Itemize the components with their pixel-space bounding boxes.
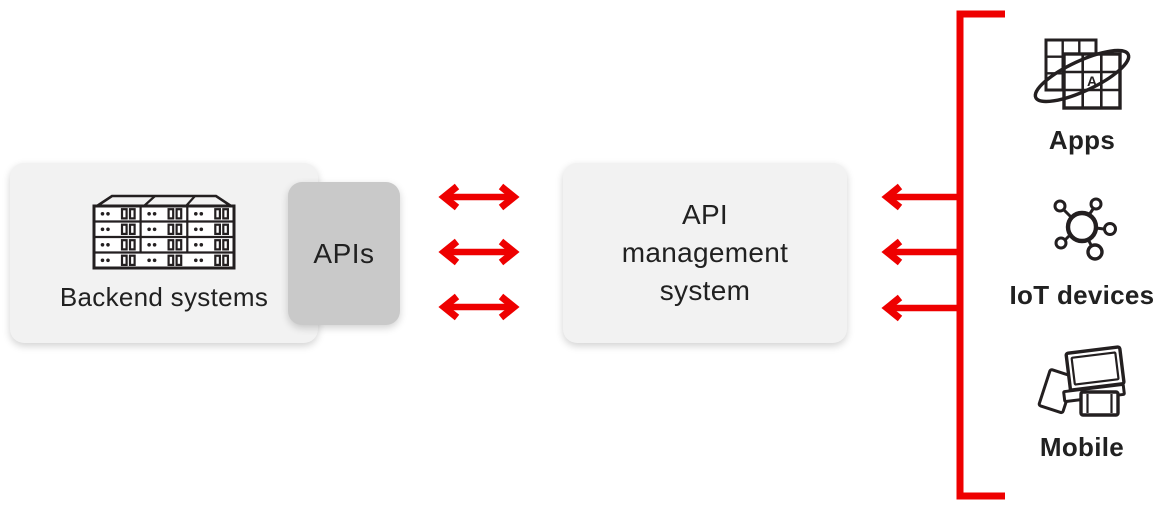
api-management-box: API management system — [563, 163, 847, 343]
backend-systems-box: Backend systems — [10, 163, 318, 343]
apps-grid-orbit-icon: A — [1030, 34, 1134, 112]
client-iot-devices-label: IoT devices — [1009, 280, 1155, 310]
client-mobile-label: Mobile — [1039, 432, 1125, 462]
left-arrow-icon — [881, 294, 962, 322]
iot-hub-icon — [1044, 192, 1120, 262]
api-management-label-line1: API — [681, 199, 729, 230]
left-arrow-icon — [881, 183, 962, 211]
server-rack-icon — [89, 194, 239, 272]
bidirectional-arrow-icon — [438, 238, 520, 266]
mobile-devices-icon — [1036, 344, 1128, 420]
apis-box: APIs — [288, 182, 400, 325]
client-apps-label: Apps — [1048, 125, 1116, 155]
client-mobile: Mobile — [990, 344, 1170, 463]
bidirectional-arrow-icon — [438, 183, 520, 211]
api-management-label-line3: system — [659, 275, 751, 306]
client-iot-devices: IoT devices — [990, 192, 1170, 311]
svg-text:A: A — [1087, 73, 1097, 89]
client-group-bracket — [955, 10, 1007, 500]
left-arrow-icon — [881, 238, 962, 266]
backend-systems-label: Backend systems — [59, 281, 269, 312]
apis-label: APIs — [313, 237, 375, 269]
client-apps: A Apps — [990, 34, 1170, 156]
bidirectional-arrow-icon — [438, 293, 520, 321]
api-management-label-line2: management — [621, 237, 789, 268]
